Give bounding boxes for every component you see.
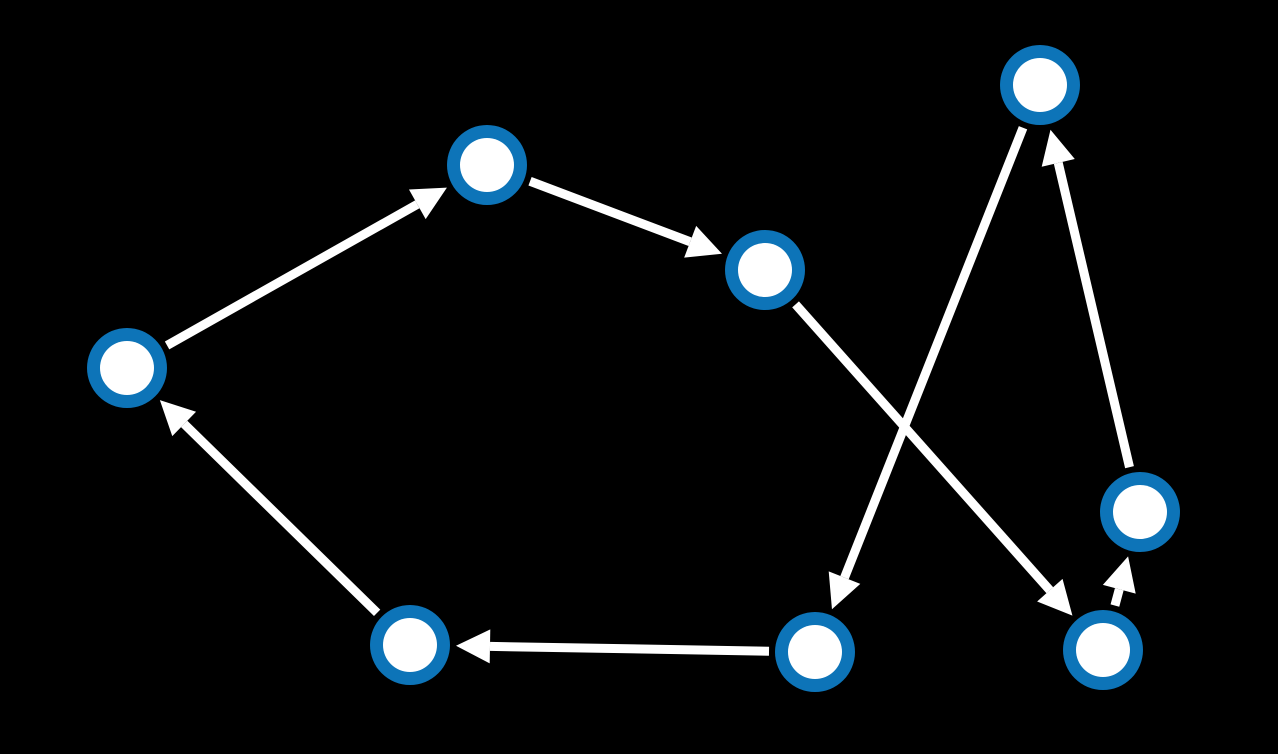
node-fill: [460, 138, 514, 192]
graph-node[interactable]: [1100, 472, 1180, 552]
node-fill: [738, 243, 792, 297]
edge-shaft: [489, 641, 770, 656]
edge-arrowhead-icon: [1041, 129, 1075, 167]
node-fill: [788, 625, 842, 679]
graph-edge[interactable]: [828, 126, 1028, 610]
edge-shaft: [1053, 161, 1134, 469]
graph-edge[interactable]: [455, 629, 770, 664]
node-fill: [1076, 623, 1130, 677]
graph-node[interactable]: [87, 328, 167, 408]
edge-shaft: [528, 177, 692, 246]
edge-arrowhead-icon: [455, 629, 491, 664]
graph-edge[interactable]: [1102, 556, 1136, 607]
edge-arrowhead-icon: [1037, 578, 1073, 616]
edges-layer: [159, 126, 1136, 664]
node-fill: [100, 341, 154, 395]
graph-edge[interactable]: [1041, 129, 1134, 469]
graph-edge[interactable]: [164, 187, 447, 350]
edge-shaft: [840, 126, 1028, 580]
edge-arrowhead-icon: [828, 571, 861, 610]
edge-shaft: [181, 420, 381, 617]
graph-node[interactable]: [775, 612, 855, 692]
graph-node[interactable]: [1063, 610, 1143, 690]
node-fill: [1013, 58, 1067, 112]
graph-node[interactable]: [370, 605, 450, 685]
edge-shaft: [792, 301, 1054, 594]
graph-node[interactable]: [1000, 45, 1080, 125]
edge-arrowhead-icon: [1102, 556, 1136, 594]
edge-shaft: [1110, 588, 1124, 607]
edge-arrowhead-icon: [408, 187, 447, 220]
edge-arrowhead-icon: [159, 400, 197, 437]
node-fill: [1113, 485, 1167, 539]
graph-edge[interactable]: [792, 301, 1073, 616]
graph-node[interactable]: [447, 125, 527, 205]
edge-shaft: [164, 200, 420, 350]
nodes-layer: [87, 45, 1180, 692]
graph-edge[interactable]: [528, 177, 722, 258]
graph-node[interactable]: [725, 230, 805, 310]
edge-arrowhead-icon: [684, 225, 722, 258]
node-fill: [383, 618, 437, 672]
graph-edge[interactable]: [159, 400, 381, 617]
